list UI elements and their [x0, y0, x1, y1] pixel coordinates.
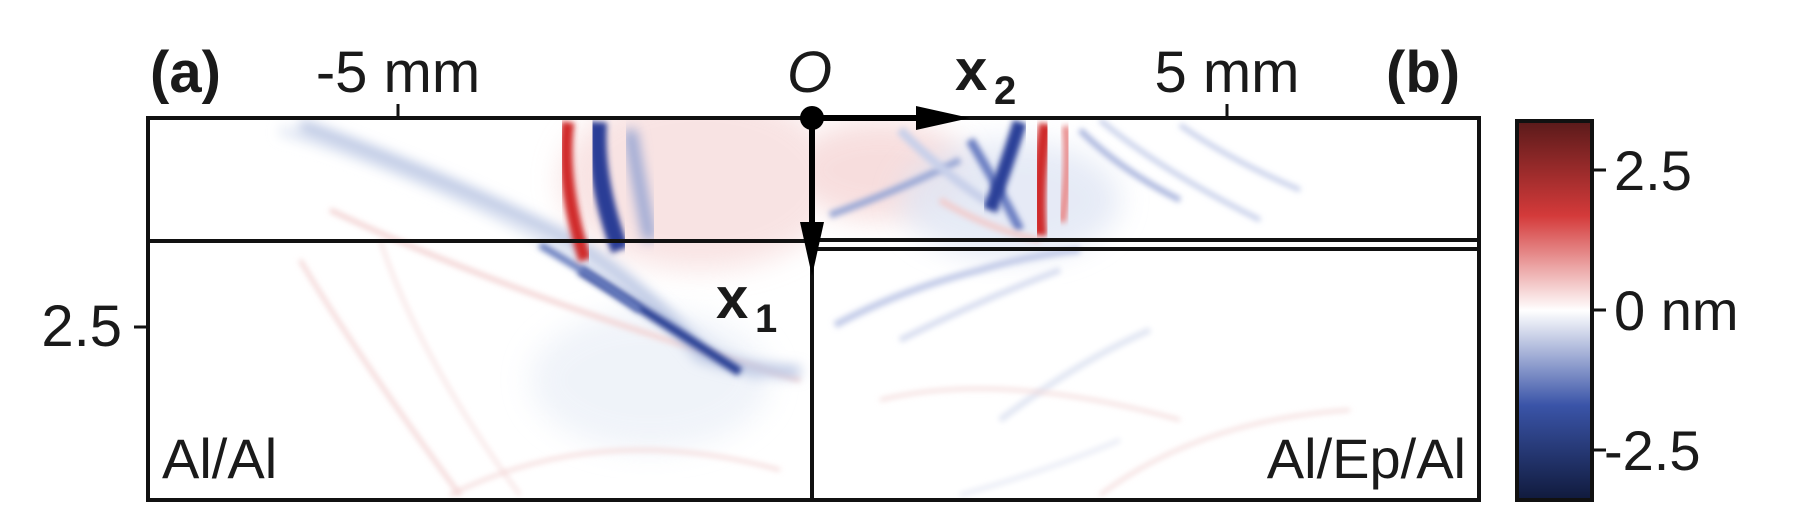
y-tick-label: 2.5 — [41, 294, 122, 359]
x-tick-right-label: 5 mm — [1155, 40, 1300, 105]
material-label-left: Al/Al — [162, 427, 277, 490]
panel-label-b: (b) — [1386, 40, 1460, 105]
panel-label-a: (a) — [150, 40, 221, 105]
material-label-right: Al/Ep/Al — [1267, 427, 1466, 490]
x2-arrowhead — [916, 106, 970, 130]
colorbar-label-min: -2.5 — [1604, 419, 1701, 482]
x2-subscript: 2 — [994, 69, 1016, 113]
colorbar-label-zero: 0 nm — [1614, 279, 1739, 342]
colorbar — [1515, 119, 1594, 502]
x1-symbol: x — [716, 266, 748, 331]
wavefield-right — [812, 119, 1478, 499]
origin-label: O — [787, 40, 832, 105]
x2-label: x 2 — [955, 38, 1016, 113]
origin-dot — [800, 106, 824, 130]
coordinate-axes — [800, 106, 970, 276]
x2-symbol: x — [955, 38, 987, 103]
colorbar-label-max: 2.5 — [1614, 139, 1692, 202]
x1-subscript: 1 — [755, 297, 777, 341]
wavefield-left — [149, 119, 812, 499]
x1-label: x 1 — [716, 266, 777, 341]
x-tick-left-label: -5 mm — [316, 40, 480, 105]
x1-arrowhead — [800, 222, 824, 276]
